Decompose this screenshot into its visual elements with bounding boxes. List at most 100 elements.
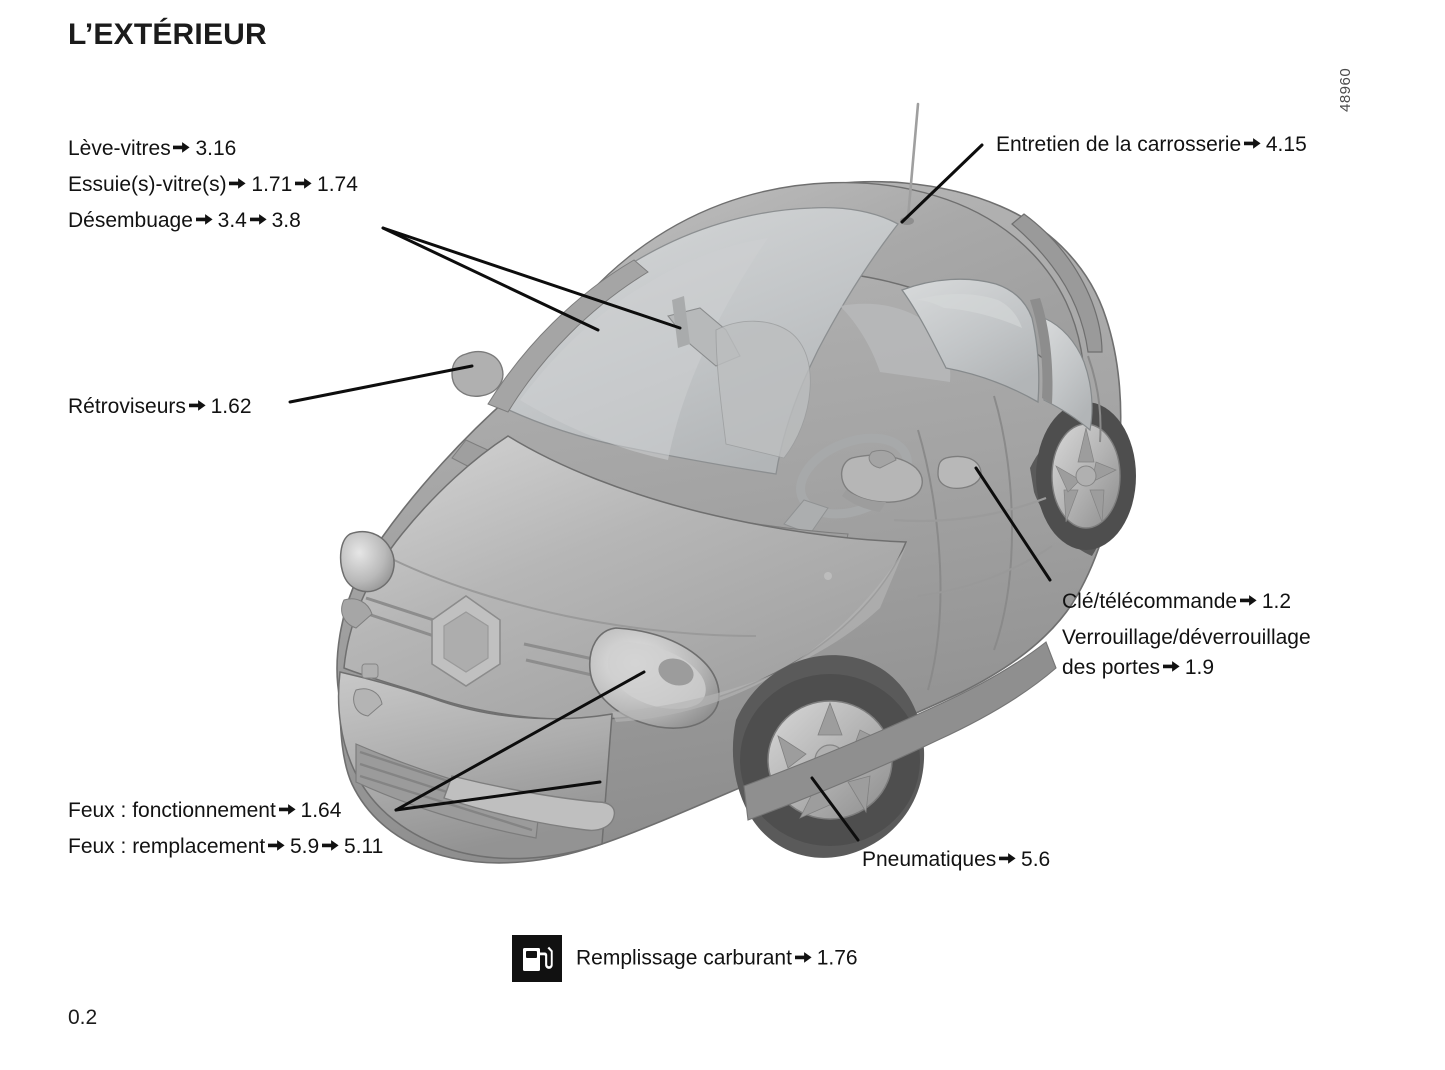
c-pillar-seam: [1087, 355, 1102, 443]
hood: [343, 435, 908, 721]
roof-panel: [558, 181, 1086, 400]
front-wheel-hub: [814, 744, 846, 776]
flank-crease-lower: [917, 545, 1053, 597]
front-bumper-trim: [443, 775, 616, 832]
rear-wheel-rim: [1051, 423, 1121, 529]
rear-wheel-hub: [1075, 465, 1097, 487]
door-handle-front: [868, 449, 897, 469]
headlight-right-lens: [607, 642, 706, 709]
windscreen: [491, 206, 899, 475]
callout-bodywork-care-text: Entretien de la carrosserie: [996, 133, 1242, 156]
callout-wipers-ref-2: 1.74: [317, 173, 358, 196]
callout-fuel-filling-text: Remplissage carburant: [576, 946, 792, 970]
renault-logo-inner: [443, 611, 489, 673]
door-mirror-right: [841, 454, 923, 503]
dashboard-binnacle: [783, 499, 829, 535]
wiper-blade-passenger: [517, 489, 703, 539]
cowl-panel: [451, 439, 849, 561]
callout-bodywork-care: Entretien de la carrosserie 4.15: [996, 130, 1307, 160]
callout-door-locking: Verrouillage/déverrouillage des portes 1.9: [1062, 623, 1392, 683]
rightwards-arrow-icon: [1243, 133, 1263, 154]
front-tyre: [740, 674, 920, 846]
interior-headrest: [840, 303, 951, 382]
rearview-mirror-stem: [672, 296, 690, 348]
rear-side-window: [1043, 317, 1093, 432]
rear-door-seam: [993, 395, 1014, 651]
flank-crease: [893, 496, 1047, 523]
headlight-left: [339, 530, 395, 593]
front-bumper: [337, 671, 613, 860]
side-sill: [743, 641, 1057, 821]
callout-lights-replacement-ref-1: 5.9: [290, 835, 320, 858]
callout-demisting-text: Désembuage: [68, 209, 193, 232]
wiper-blade-driver: [485, 463, 665, 513]
front-door-seam: [917, 429, 942, 691]
door-handle-rear: [937, 455, 982, 490]
callout-lights-replacement-ref-2: 5.11: [343, 835, 384, 858]
headlight-right: [589, 627, 720, 729]
interior-front-seat: [715, 320, 811, 459]
roof-spoiler: [1011, 213, 1103, 353]
callout-wipers-text: Essuie(s)-vitre(s): [68, 173, 227, 196]
callout-window-lifters-ref: 3.16: [195, 137, 237, 160]
body-detail-stud: [824, 572, 832, 580]
callout-lights-replacement: Feux : remplacement 5.9 5.11: [68, 832, 383, 862]
page-number: 0.2: [68, 1006, 98, 1029]
wiper-arm: [647, 502, 701, 526]
leader-line-bodywork: [900, 143, 984, 224]
leader-line-lights-lower: [394, 780, 602, 812]
car-body-shell: [336, 180, 1122, 864]
callout-door-locking-line1: Verrouillage/déverrouillage: [1062, 626, 1311, 649]
front-sensor: [361, 663, 379, 679]
front-fender-highlight: [612, 546, 906, 722]
front-wheel-rim: [767, 700, 893, 820]
roof-antenna: [906, 102, 920, 220]
rightwards-arrow-icon: [229, 173, 248, 194]
lower-grille: [355, 743, 541, 839]
front-side-window: [900, 278, 1040, 404]
leader-line-mirrors: [288, 364, 474, 404]
page-title: L’EXTÉRIEUR: [68, 18, 267, 51]
leader-line-key: [974, 466, 1052, 582]
callout-tyres-ref: 5.6: [1021, 848, 1051, 871]
antenna-base: [900, 217, 914, 225]
leader-line-demisting: [381, 226, 600, 332]
callout-bodywork-care-ref: 4.15: [1265, 133, 1307, 156]
rightwards-arrow-icon: [173, 137, 192, 158]
callout-lights-replacement-text: Feux : remplacement: [68, 835, 266, 858]
rightwards-arrow-icon: [195, 209, 215, 230]
upper-grille: [365, 596, 617, 682]
rightwards-arrow-icon: [249, 209, 269, 230]
interior-rearview-mirror: [667, 307, 741, 367]
figure-reference-number: 48960: [1337, 67, 1354, 112]
rightwards-arrow-icon: [998, 848, 1018, 869]
rightwards-arrow-icon: [267, 835, 287, 856]
a-pillar: [487, 259, 649, 413]
callout-lights-operation-ref: 1.64: [300, 799, 342, 822]
rightwards-arrow-icon: [278, 799, 298, 820]
callout-door-locking-line2: des portes: [1062, 655, 1161, 679]
callout-door-locking-ref: 1.9: [1184, 655, 1215, 679]
leader-line-wipers: [381, 226, 682, 330]
rightwards-arrow-icon: [794, 946, 814, 967]
rightwards-arrow-icon: [1162, 656, 1182, 677]
callout-window-lifters: Lève-vitres 3.16: [68, 134, 236, 164]
door-mirror-arm: [842, 490, 886, 512]
headlight-right-projector: [658, 658, 694, 686]
front-side-window-reflection: [916, 294, 1022, 328]
callout-window-lifters-text: Lève-vitres: [68, 137, 171, 160]
rear-wheel-spokes: [1055, 427, 1117, 523]
callout-mirrors-text: Rétroviseurs: [68, 395, 186, 418]
callout-demisting-ref-2: 3.8: [271, 209, 301, 232]
door-mirror-left: [451, 350, 504, 397]
front-indicator-left: [353, 688, 383, 717]
rightwards-arrow-icon: [188, 395, 208, 416]
windscreen-reflection: [520, 238, 768, 460]
fuel-pump-icon: [512, 935, 562, 982]
